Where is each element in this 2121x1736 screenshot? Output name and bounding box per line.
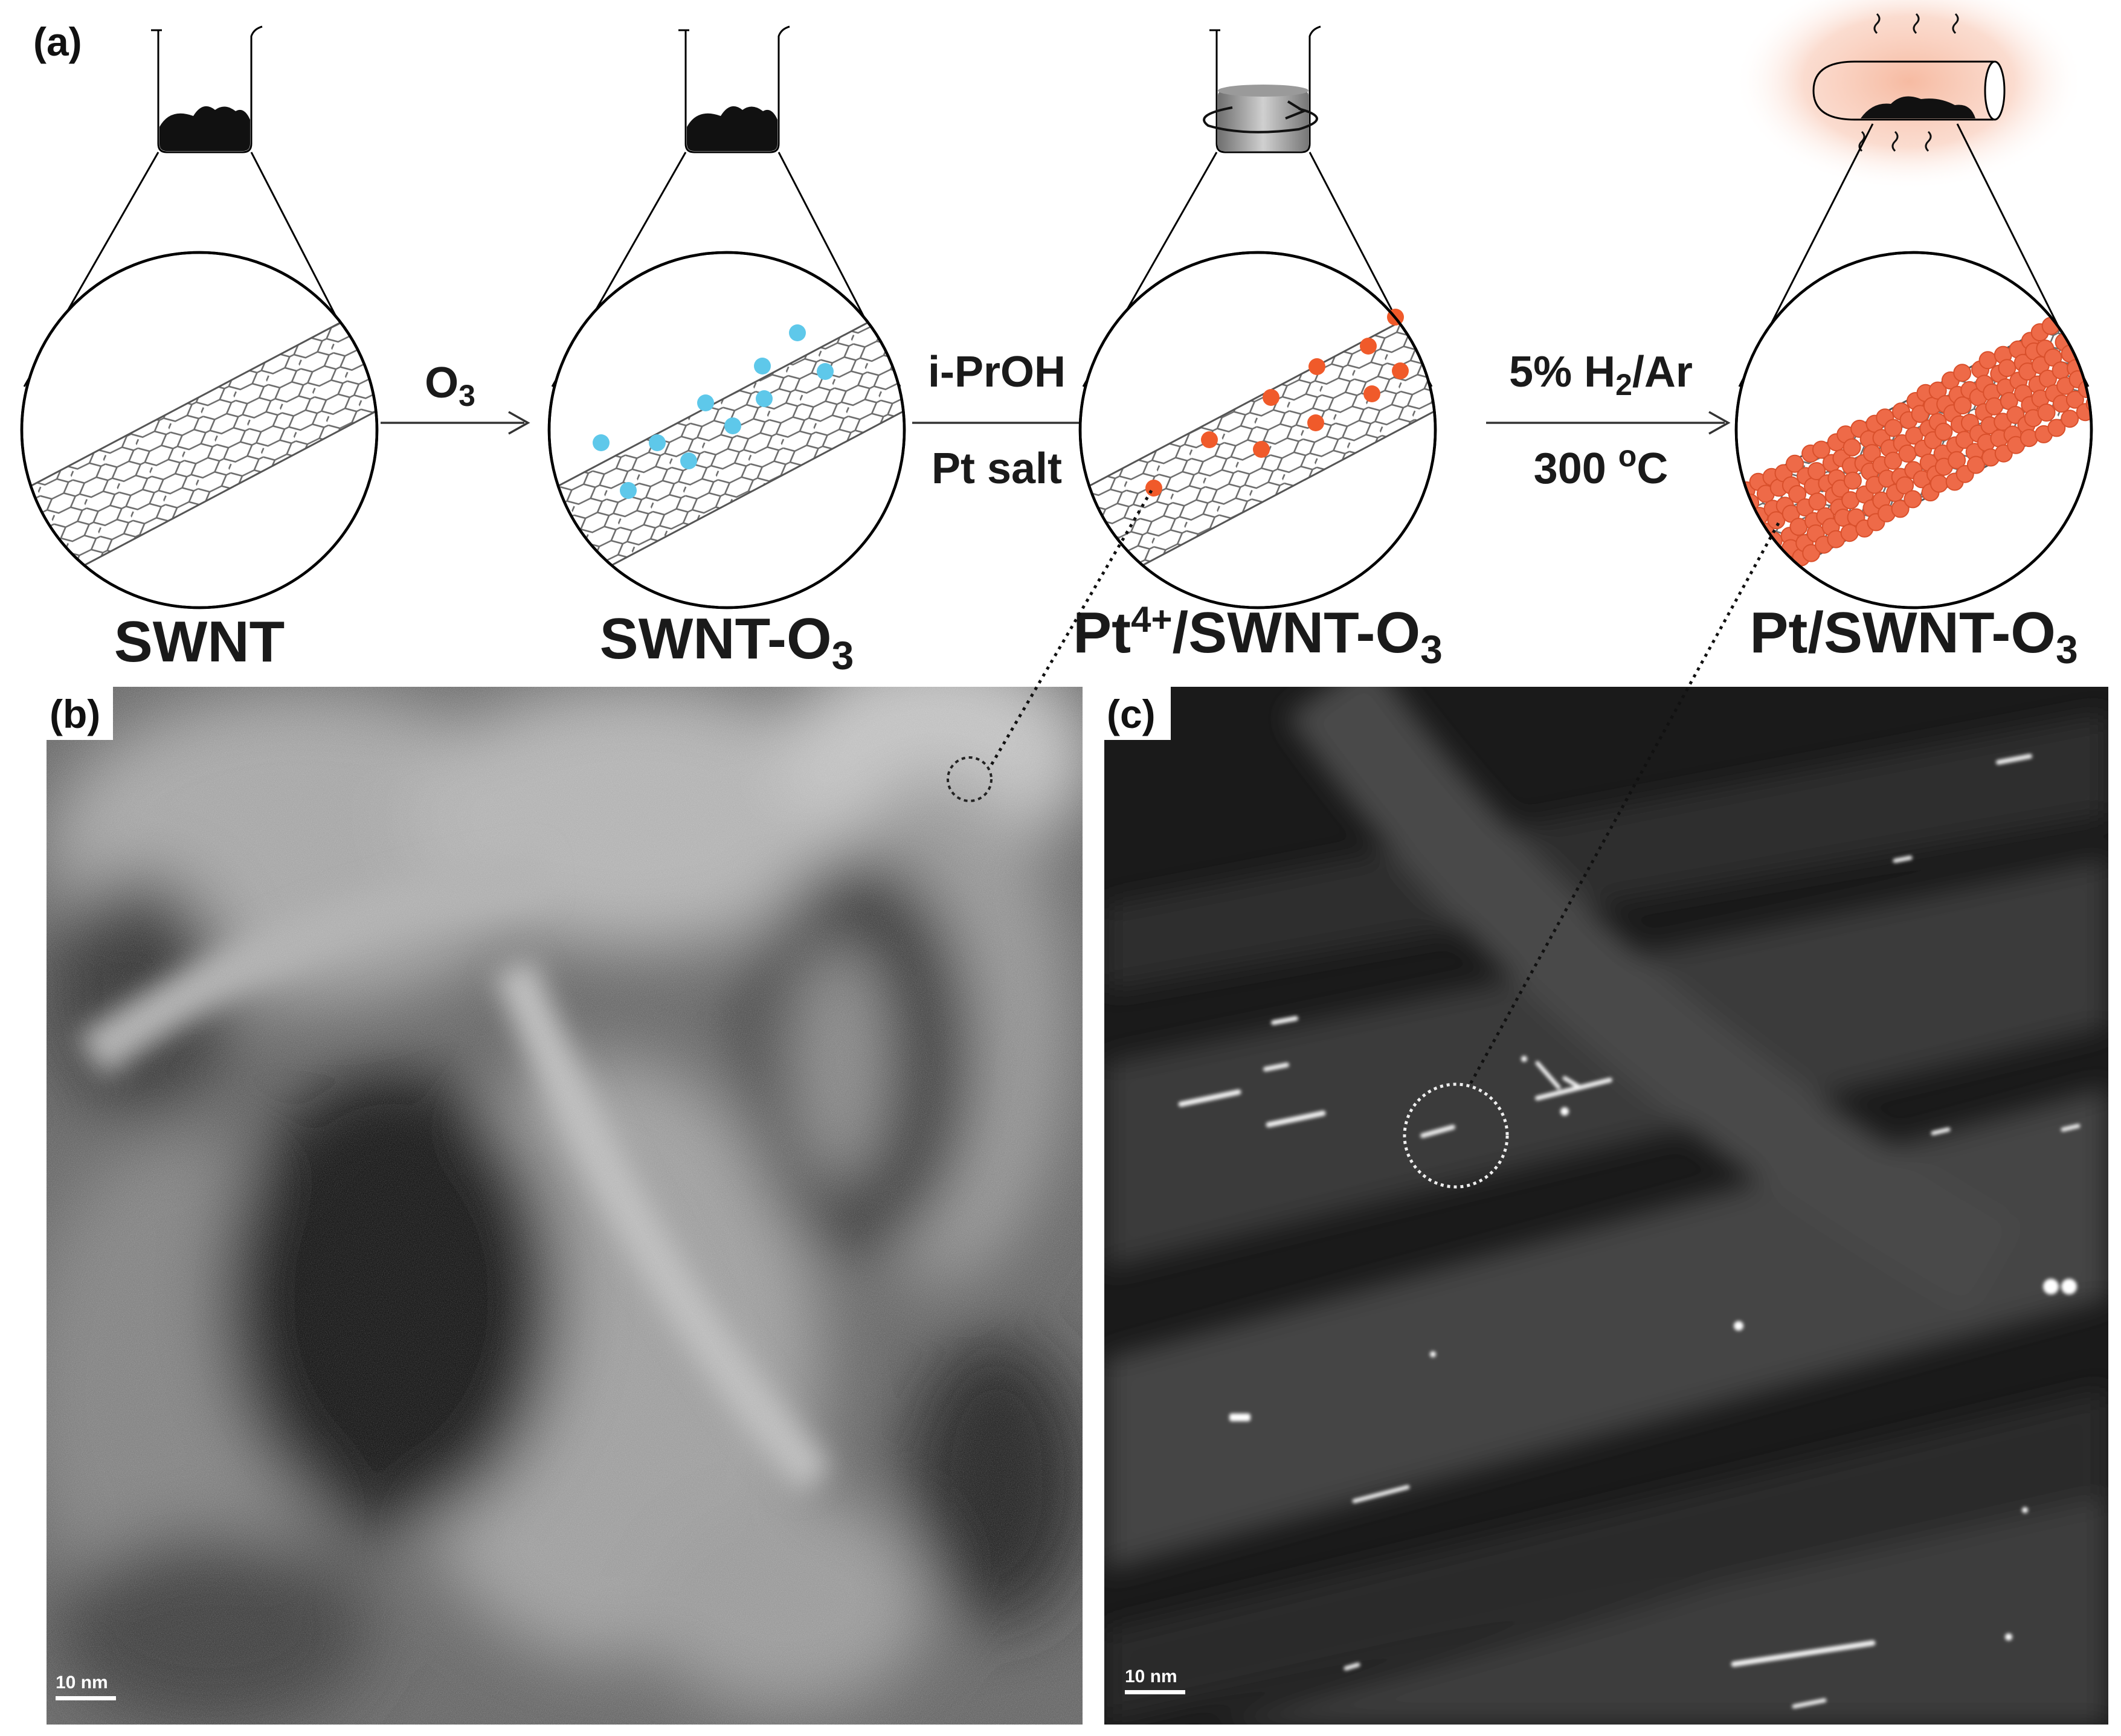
pt-nanoparticle: [2037, 403, 2056, 422]
region-marker: [947, 756, 993, 802]
pt-nanoparticle: [1802, 544, 1821, 562]
panel-c-label: (c): [1107, 692, 1156, 736]
pt-nanoparticle: [1966, 455, 1985, 474]
pt-nanoparticle: [1898, 444, 1917, 463]
panel-b-label: (b): [50, 692, 100, 736]
nanotube-wall: [1736, 278, 2091, 608]
stage-3-label: Pt4+/SWNT-O3: [1073, 599, 1443, 672]
pt-nanoparticle: [1812, 440, 1830, 459]
connector-b: [989, 489, 1153, 767]
region-marker: [1403, 1082, 1509, 1189]
panel-a: (a) SWNT O3: [20, 0, 2093, 678]
pt-nanowires: [1178, 754, 2081, 1709]
pt-ions: [1145, 309, 1409, 497]
arrow-2: i-PrOH Pt salt: [912, 348, 1135, 493]
pt-nanoparticle: [1788, 485, 1807, 503]
scale-bar-label-c: 10 nm: [1125, 1667, 1177, 1686]
pt-nanoparticle: [1904, 490, 1922, 509]
pt-nanoparticle: [1953, 364, 1972, 382]
beaker-icon: [678, 25, 790, 153]
pt-nanoparticle: [1843, 438, 1861, 457]
stage-2-label: SWNT-O3: [600, 606, 854, 678]
stage-4-pt-cluster: Pt/SWNT-O3: [1734, 0, 2093, 672]
pt-nanoparticles: [1737, 317, 2091, 574]
arrow-3: 5% H2/Ar 300 oC: [1486, 348, 1731, 493]
beaker-icon: [151, 25, 263, 153]
stage-4-label: Pt/SWNT-O3: [1749, 600, 2078, 672]
panel-a-label: (a): [33, 19, 82, 64]
pt-nanoparticle: [1807, 462, 1826, 480]
pt-nanoparticle: [1884, 419, 1903, 437]
pt-nanoparticle: [1928, 381, 1947, 400]
arrow-2-solvent: i-PrOH: [928, 348, 1066, 396]
arrow-3-temperature: 300 oC: [1534, 439, 1669, 493]
pt-nanoparticle: [2047, 419, 2066, 437]
panel-b: 10 nm (b): [47, 687, 1083, 1725]
stage-3-pt-ion: Pt4+/SWNT-O3: [1073, 25, 1443, 672]
pt-nanoparticle: [1840, 524, 1859, 542]
pt-nanoparticle: [2065, 390, 2084, 409]
pt-nanoparticle: [2052, 361, 2070, 380]
pt-nanoparticle: [1891, 500, 1910, 518]
pt-nanoparticle: [1905, 426, 1923, 445]
pt-nanoparticle: [1786, 454, 1804, 473]
pt-nanoparticle: [1998, 359, 2016, 378]
heat-glow: [1734, 0, 2084, 190]
stirred-beaker-icon: [1203, 25, 1321, 153]
oxygen-groups: [593, 324, 834, 499]
pt-particles: [1229, 1056, 2077, 1641]
heated-tube-icon: [1812, 60, 2006, 121]
stage-1-label: SWNT: [114, 609, 285, 674]
stem-image-b: 10 nm: [47, 687, 1083, 1725]
connector-c: [1467, 522, 1780, 1087]
stage-1-swnt: SWNT: [20, 25, 379, 674]
scale-bar: [1125, 1690, 1185, 1694]
pt-nanoparticle: [1862, 444, 1881, 463]
pt-nanoparticle: [1948, 451, 1966, 469]
pt-nanoparticle: [1978, 351, 1997, 370]
pt-nanoparticle: [1953, 396, 1972, 415]
pt-nanoparticle: [1843, 471, 1862, 490]
stage-2-swnt-o3: SWNT-O3: [547, 25, 906, 678]
stem-image-c: 10 nm: [1104, 687, 2108, 1725]
panel-c: 10 nm (c): [1104, 687, 2108, 1725]
arrow-1: O3: [381, 359, 530, 435]
scale-bar: [56, 1696, 116, 1700]
arrow-2-precursor: Pt salt: [932, 445, 1062, 493]
arrow-3-gas: 5% H2/Ar: [1509, 348, 1693, 402]
pt-nanoparticle: [2061, 410, 2079, 428]
arrow-1-reagent: O3: [425, 359, 475, 413]
scale-bar-label-b: 10 nm: [56, 1673, 108, 1693]
pt-nanoparticle: [1929, 474, 1948, 493]
pt-nanoparticle: [1808, 492, 1827, 511]
pt-nanoparticle: [1934, 422, 1953, 441]
pt-nanoparticle: [1884, 451, 1902, 470]
pt-nanoparticle: [1896, 476, 1914, 495]
